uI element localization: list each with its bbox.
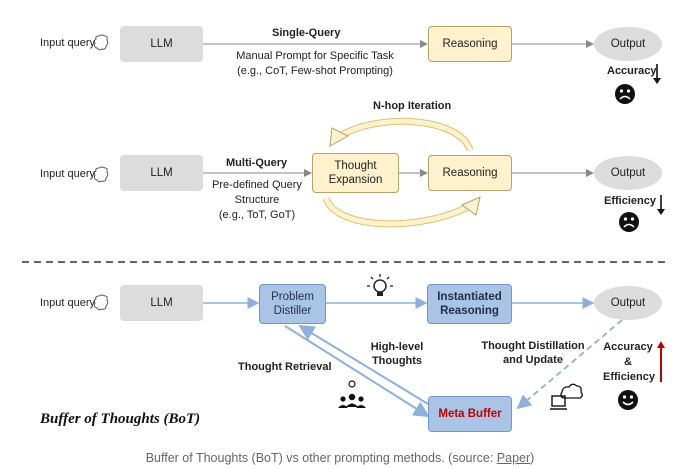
reasoning-box: Reasoning	[428, 155, 512, 191]
input-query-label: Input query	[40, 37, 96, 49]
efficiency-label: Efficiency	[604, 195, 656, 207]
up-arrow-icon	[657, 341, 665, 382]
bubble-icon	[93, 166, 109, 183]
connector-distiller-to-meta	[284, 325, 430, 418]
bubble-icon	[93, 34, 109, 51]
input-query-label: Input query	[40, 297, 96, 309]
instantiated-reasoning-box: Instantiated Reasoning	[427, 284, 512, 324]
accuracy-label: Accuracy	[603, 341, 653, 353]
n-hop-iteration-label: N-hop Iteration	[373, 100, 452, 112]
efficiency-label: Efficiency	[603, 371, 655, 383]
caption-close: )	[530, 451, 535, 465]
sad-face-icon	[615, 84, 635, 104]
bubble-icon	[93, 294, 109, 311]
single-query-desc-line1: Manual Prompt for Specific Task	[236, 50, 394, 62]
lightbulb-icon	[367, 274, 393, 296]
llm-box: LLM	[120, 155, 203, 191]
multi-query-title: Multi-Query	[226, 157, 288, 169]
single-query-desc-line2: (e.g., CoT, Few-shot Prompting)	[237, 65, 393, 77]
source-link[interactable]: Paper	[496, 451, 531, 465]
output-ellipse: Output	[594, 27, 662, 61]
down-arrow-icon	[657, 195, 665, 215]
sad-face-icon	[619, 212, 639, 232]
caption-text: Buffer of Thoughts (BoT) vs other prompt…	[145, 451, 497, 465]
high-level-thoughts-label: High-level Thoughts	[370, 341, 424, 368]
multi-query-desc-line3: (e.g., ToT, GoT)	[218, 209, 296, 221]
caption: Buffer of Thoughts (BoT) vs other prompt…	[0, 451, 680, 465]
cycle-arrow-bottom	[322, 196, 481, 228]
input-query-label: Input query	[40, 168, 96, 180]
single-query-title: Single-Query	[272, 27, 341, 39]
connector-meta-to-distiller	[298, 324, 429, 405]
output-ellipse: Output	[594, 156, 662, 190]
cloud-computer-icon	[550, 383, 583, 410]
llm-box: LLM	[120, 26, 203, 62]
reasoning-box: Reasoning	[428, 26, 512, 62]
thought-distillation-label: Thought Distillation and Update	[481, 340, 585, 367]
thought-expansion-box: Thought Expansion	[312, 153, 399, 193]
thought-retrieval-label: Thought Retrieval	[238, 361, 332, 373]
llm-box: LLM	[120, 285, 203, 321]
happy-face-icon	[618, 390, 638, 410]
bot-title: Buffer of Thoughts (BoT)	[40, 411, 201, 427]
down-arrow-icon	[653, 64, 661, 84]
accuracy-label: Accuracy	[607, 65, 657, 77]
cycle-arrow-top	[329, 117, 474, 152]
people-idea-icon	[338, 380, 366, 408]
meta-buffer-box: Meta Buffer	[428, 396, 512, 432]
multi-query-desc-line1: Pre-defined Query	[212, 179, 302, 191]
multi-query-desc-line2: Structure	[234, 194, 280, 206]
ampersand-label: &	[624, 356, 632, 368]
problem-distiller-box: Problem Distiller	[259, 284, 326, 324]
output-ellipse: Output	[594, 286, 662, 320]
connector-output-to-meta	[516, 319, 623, 410]
